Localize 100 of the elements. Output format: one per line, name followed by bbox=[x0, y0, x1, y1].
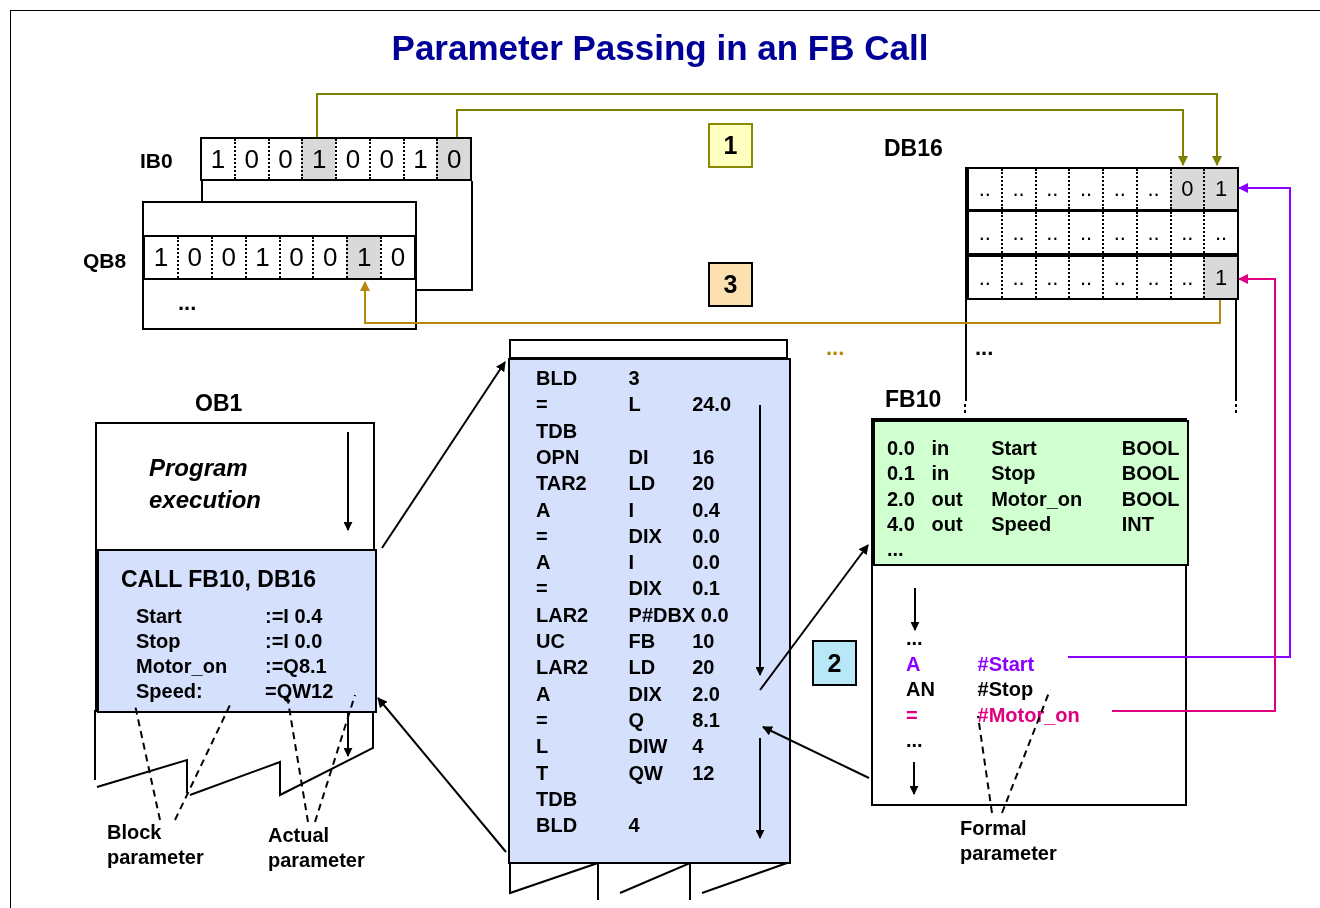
bit-cell: 0 bbox=[368, 139, 403, 179]
block-title: OB1 bbox=[195, 390, 243, 417]
declaration-line: 0.1 in Stop BOOL bbox=[887, 462, 1180, 486]
bit-cell: .. bbox=[1203, 212, 1237, 253]
block-note: Program execution bbox=[149, 453, 263, 515]
bit-cell: 0 bbox=[278, 237, 313, 278]
bit-cell: 0 bbox=[176, 237, 211, 278]
code-line: UC FB 10 bbox=[536, 630, 715, 653]
code-line: ... bbox=[906, 729, 924, 752]
bit-cell: .. bbox=[1000, 257, 1035, 298]
step-number-box: 3 bbox=[708, 262, 753, 307]
block-title: DB16 bbox=[884, 135, 943, 162]
diagram-title: Parameter Passing in an FB Call bbox=[390, 28, 930, 68]
parameter-value: :=I 0.0 bbox=[265, 630, 323, 653]
ellipsis: ... bbox=[178, 290, 197, 316]
parameter-name: Motor_on bbox=[136, 655, 228, 678]
register-row bbox=[967, 255, 1239, 300]
bit-cell: .. bbox=[1169, 212, 1204, 253]
parameter-name: Start bbox=[136, 605, 182, 628]
connector-arrow bbox=[377, 697, 507, 853]
code-line: BLD 3 bbox=[536, 367, 641, 390]
code-line: = L 24.0 bbox=[536, 393, 732, 417]
code-line: A #Start bbox=[906, 652, 1035, 676]
leader-line bbox=[314, 694, 356, 823]
code-line: = #Motor_on bbox=[906, 703, 1080, 727]
code-line: LAR2 P#DBX 0.0 bbox=[536, 603, 729, 627]
parameter-name: Speed: bbox=[136, 680, 203, 703]
code-line: = DIX 0.0 bbox=[536, 524, 720, 548]
code-line: TAR2 LD 20 bbox=[536, 472, 715, 496]
code-line: L DIW 4 bbox=[536, 735, 704, 759]
connector-arrow bbox=[1111, 274, 1276, 712]
code-line: LAR2 LD 20 bbox=[536, 656, 715, 680]
code-line: AN #Stop bbox=[906, 678, 1034, 701]
bit-cell: 1 bbox=[244, 237, 279, 278]
block-title: FB10 bbox=[885, 386, 942, 413]
call-box bbox=[97, 549, 377, 713]
ellipsis: ... bbox=[975, 335, 994, 361]
register-label: QB8 bbox=[83, 249, 127, 273]
parameter-value: :=Q8.1 bbox=[265, 655, 327, 678]
bit-cell: .. bbox=[1068, 212, 1102, 253]
bit-cell: .. bbox=[1068, 257, 1102, 298]
declaration-line: 2.0 out Motor_on BOOL bbox=[887, 487, 1180, 511]
bit-cell-text: .. bbox=[977, 264, 992, 292]
bit-cell: 0 bbox=[380, 237, 414, 278]
bit-cell: 1 bbox=[1203, 169, 1237, 209]
code-line: A I 0.4 bbox=[536, 498, 720, 522]
parameter-name: Stop bbox=[136, 630, 181, 653]
code-line: TDB bbox=[536, 419, 579, 443]
ellipsis: ... bbox=[826, 335, 845, 361]
connector-arrow bbox=[456, 109, 1188, 166]
declaration-line: ... bbox=[887, 538, 905, 562]
bit-cell: 1 bbox=[1203, 257, 1237, 298]
parameter-value: =QW12 bbox=[265, 680, 334, 703]
bit-cell: .. bbox=[1102, 257, 1136, 298]
bit-cell: 0 bbox=[233, 139, 268, 179]
leader-label: Formal parameter bbox=[960, 816, 1090, 872]
register-row bbox=[967, 210, 1239, 255]
connector-arrow bbox=[316, 93, 1222, 166]
declaration-table bbox=[873, 420, 1189, 566]
call-statement: CALL FB10, DB16 bbox=[121, 566, 317, 593]
connector-arrow bbox=[759, 544, 869, 691]
step-number-box: 2 bbox=[812, 640, 857, 686]
code-line: A I 0.0 bbox=[536, 551, 720, 575]
code-line: TDB bbox=[536, 787, 579, 811]
step-number-box: 1 bbox=[708, 123, 753, 168]
declaration-line: 0.0 in Start BOOL bbox=[887, 437, 1180, 460]
bit-cell-text: 1 bbox=[209, 143, 227, 176]
bit-cell-text: 1 bbox=[152, 241, 170, 274]
bit-cell-text: .. bbox=[977, 175, 992, 203]
bit-cell: .. bbox=[1034, 257, 1069, 298]
code-line: OPN DI 16 bbox=[536, 445, 715, 469]
leader-line bbox=[286, 694, 309, 823]
leader-line bbox=[134, 704, 161, 821]
declaration-line: 4.0 out Speed INT bbox=[887, 512, 1154, 536]
leader-label: Block parameter bbox=[107, 820, 237, 876]
leader-label: Actual parameter bbox=[268, 823, 398, 879]
bit-cell: .. bbox=[1034, 212, 1069, 253]
connector-arrow bbox=[381, 361, 506, 549]
bit-cell: 0 bbox=[436, 139, 470, 179]
bit-cell: 0 bbox=[210, 237, 245, 278]
bit-cell: .. bbox=[1000, 212, 1035, 253]
bit-cell: 0 bbox=[335, 139, 369, 179]
code-line: BLD 4 bbox=[536, 814, 641, 838]
leader-line bbox=[174, 704, 231, 821]
bit-cell: .. bbox=[1135, 257, 1170, 298]
bit-cell: .. bbox=[1102, 212, 1136, 253]
code-line: A DIX 2.0 bbox=[536, 682, 720, 706]
leader-line bbox=[977, 715, 993, 814]
register-label: IB0 bbox=[140, 149, 173, 173]
bit-cell-text: .. bbox=[977, 219, 992, 247]
connector-arrow bbox=[360, 281, 1221, 324]
code-line: = DIX 0.1 bbox=[536, 577, 720, 601]
connector-arrow bbox=[762, 726, 870, 779]
code-line: = Q 8.1 bbox=[536, 708, 720, 732]
bit-cell: .. bbox=[1135, 212, 1170, 253]
code-line: ... bbox=[906, 627, 924, 650]
bit-cell: 0 bbox=[1169, 169, 1204, 209]
bit-cell: 1 bbox=[301, 139, 335, 179]
register-row bbox=[967, 167, 1239, 211]
parameter-value: :=I 0.4 bbox=[265, 605, 323, 628]
